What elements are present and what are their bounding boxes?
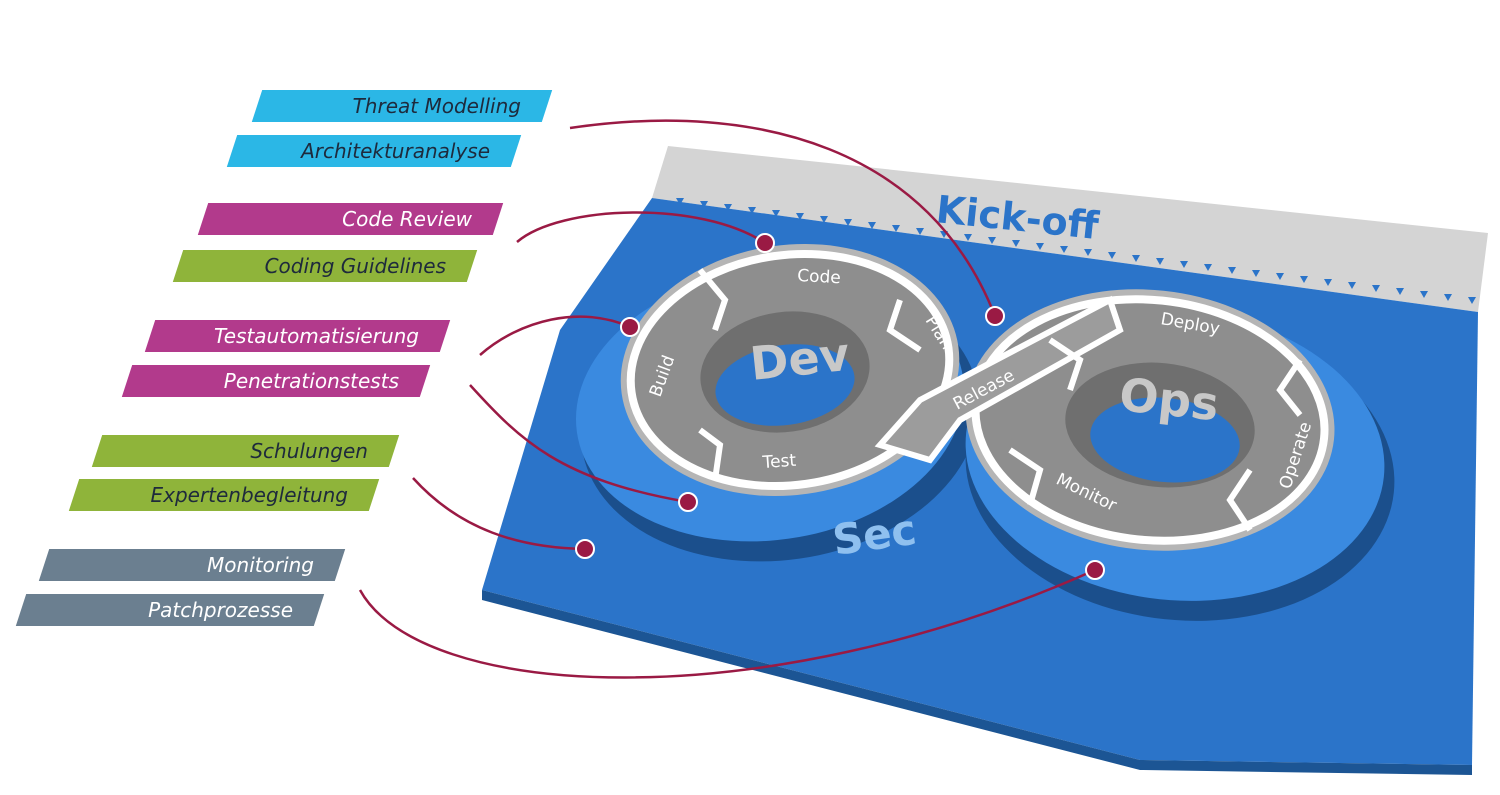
- kickoff-ticks: [676, 198, 1476, 304]
- tag-patchprozesse: Patchprozesse: [15, 594, 325, 626]
- stage-test: Test: [761, 451, 797, 473]
- stage-code: Code: [797, 266, 842, 288]
- dot-base: [575, 539, 595, 559]
- tag-threat-modelling: Threat Modelling: [251, 90, 553, 122]
- dev-label: Dev: [748, 327, 852, 391]
- sec-label: Sec: [830, 505, 920, 565]
- connector-testautomatisierung: [479, 315, 631, 356]
- tag-schulungen: Schulungen: [91, 435, 400, 467]
- connector-dots: [575, 233, 1105, 580]
- tag-expertenbegleitung: Expertenbegleitung: [68, 479, 380, 511]
- dot-monitor: [1085, 560, 1105, 580]
- tag-code-review: Code Review: [197, 203, 504, 235]
- tag-architekturanalyse: Architekturanalyse: [226, 135, 522, 167]
- kickoff-panel: [652, 146, 1488, 312]
- ops-label: Ops: [1117, 367, 1222, 431]
- release-bar: [874, 295, 1124, 464]
- dot-test: [678, 492, 698, 512]
- connector-penetrationstests: [469, 384, 689, 504]
- ops-hole: [1090, 397, 1240, 483]
- connector-threat-modelling: [569, 119, 997, 317]
- connector-monitoring: [358, 568, 1096, 679]
- tag-penetrationstests: Penetrationstests: [121, 365, 431, 397]
- tag-monitoring: Monitoring: [38, 549, 346, 581]
- dot-build: [620, 317, 640, 337]
- connector-code-review: [516, 211, 766, 245]
- tag-testautomatisierung: Testautomatisierung: [144, 320, 451, 352]
- dev-hole: [715, 344, 855, 426]
- connector-lines: [358, 119, 1096, 679]
- tag-coding-guidelines: Coding Guidelines: [172, 250, 478, 282]
- dot-plan: [985, 306, 1005, 326]
- dot-code: [755, 233, 775, 253]
- connector-schulungen: [412, 477, 586, 551]
